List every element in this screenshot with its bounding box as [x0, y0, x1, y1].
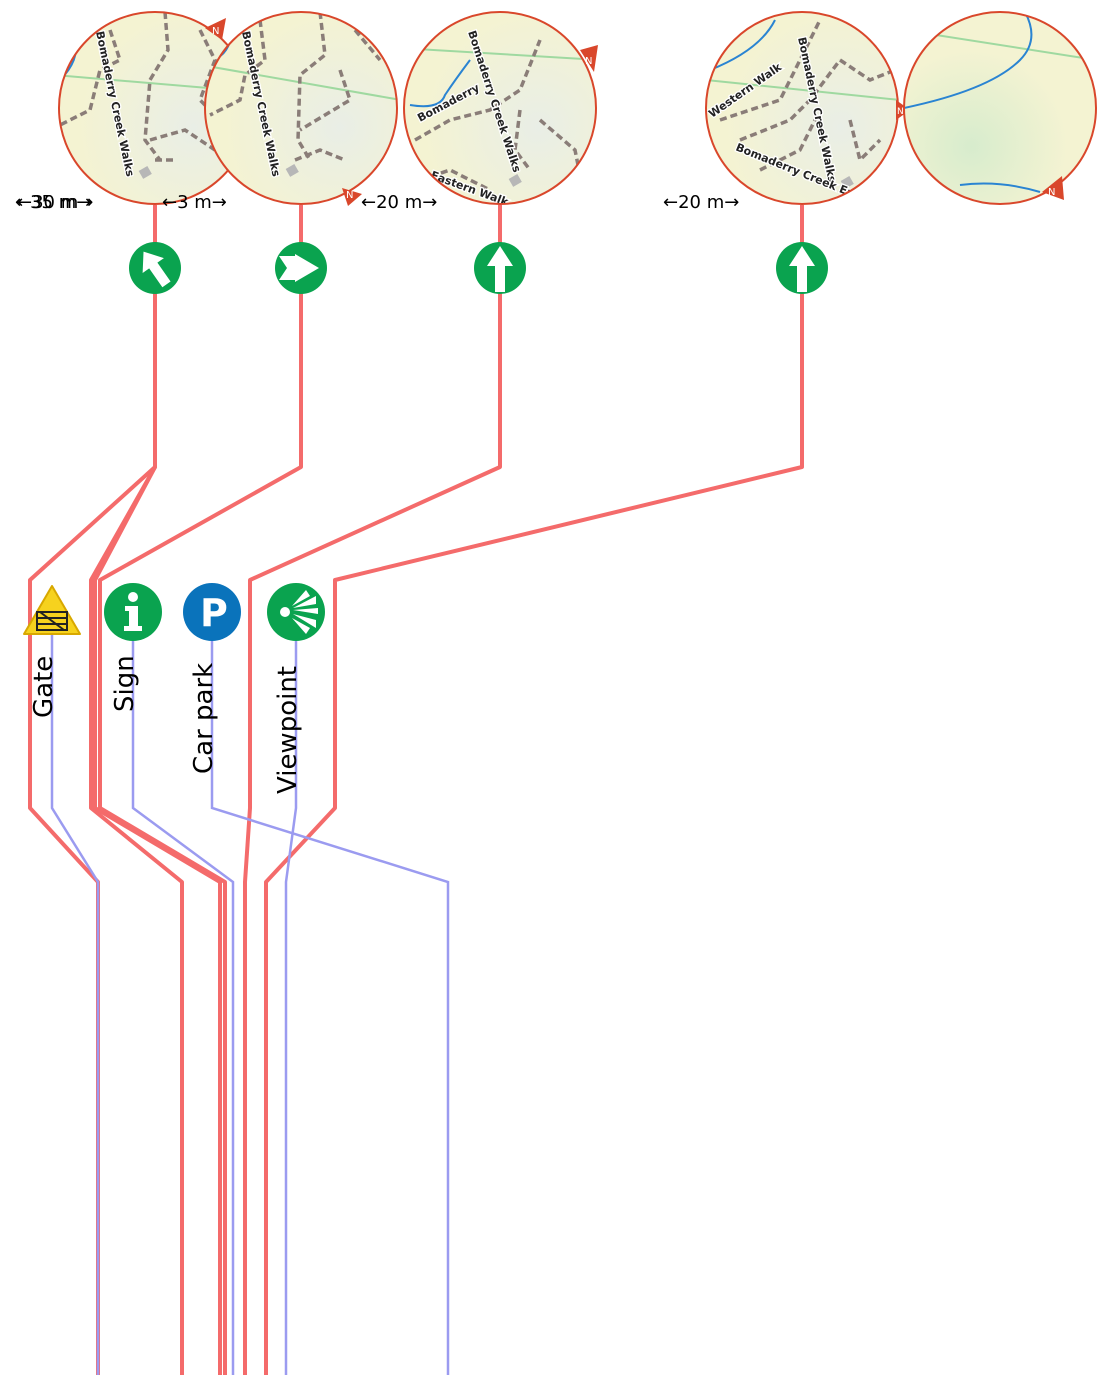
svg-text:N: N — [1048, 187, 1055, 198]
distance-label: ←30 m→ — [17, 192, 93, 213]
branch-line-carpark — [210, 620, 450, 1375]
walking-track — [209, 12, 382, 162]
map-view-1[interactable]: Bomaderry Creek Walks N — [55, 11, 255, 205]
north-arrow-icon: N — [342, 188, 362, 206]
distance-label: ←20 m→ — [663, 192, 739, 213]
poi-gate[interactable]: Gate — [23, 585, 81, 718]
route-lines — [28, 205, 804, 1375]
map-view-3[interactable]: Bomaderry Creek Walks Bomaderry Eastern … — [400, 11, 600, 209]
straight-ahead-icon[interactable] — [474, 242, 526, 294]
poi-label-car-park: Car park — [189, 663, 219, 774]
distance-label: ←35 m→ — [15, 192, 91, 213]
viewpoint-icon — [267, 583, 325, 641]
branch-line-sign — [131, 620, 235, 1375]
distance-labels: ←30 m→ ←35 m→ ←3 m→ ←20 m→ ←20 m→ — [15, 192, 739, 213]
walking-track — [59, 12, 232, 162]
north-arrow-icon: N — [896, 100, 910, 120]
svg-text:N: N — [346, 190, 353, 201]
parking-icon: P — [183, 583, 241, 641]
svg-text:N: N — [212, 26, 219, 37]
north-arrow-icon: N — [580, 45, 598, 72]
svg-text:N: N — [897, 107, 904, 117]
poi-label-gate: Gate — [29, 656, 59, 718]
information-icon — [104, 583, 162, 641]
branch-line-gate — [50, 620, 100, 1375]
walking-track — [719, 19, 896, 172]
map-view-5[interactable]: N — [903, 11, 1097, 205]
poi-car-park[interactable]: P Car park — [183, 583, 241, 774]
distance-label: ←20 m→ — [361, 192, 437, 213]
svg-text:P: P — [200, 591, 228, 635]
svg-text:N: N — [585, 56, 592, 67]
map-view-2[interactable]: Bomaderry Creek Walks N — [201, 11, 401, 206]
poi-viewpoint[interactable]: Viewpoint — [267, 583, 325, 794]
route-line-sign-b — [93, 466, 222, 1375]
walking-track — [414, 39, 582, 192]
gate-warning-icon — [23, 585, 81, 635]
route-line-turn2 — [98, 205, 303, 1375]
poi-sign[interactable]: Sign — [104, 583, 162, 712]
route-line-carpark — [243, 205, 502, 1375]
turn-slight-left-icon[interactable] — [129, 242, 181, 294]
turn-right-icon[interactable] — [275, 242, 327, 294]
north-arrow-icon: N — [1042, 176, 1064, 200]
poi-label-viewpoint: Viewpoint — [273, 666, 303, 794]
straight-ahead-icon[interactable] — [776, 242, 828, 294]
route-line-viewpoint — [264, 205, 804, 1375]
north-arrow-icon: N — [205, 18, 226, 40]
route-line-sign-a — [89, 205, 184, 1375]
turn-indicators — [129, 242, 828, 294]
branch-lines — [50, 620, 450, 1375]
poi-label-sign: Sign — [110, 655, 140, 712]
distance-label: ←3 m→ — [162, 192, 227, 213]
branch-line-viewpoint — [284, 620, 298, 1375]
